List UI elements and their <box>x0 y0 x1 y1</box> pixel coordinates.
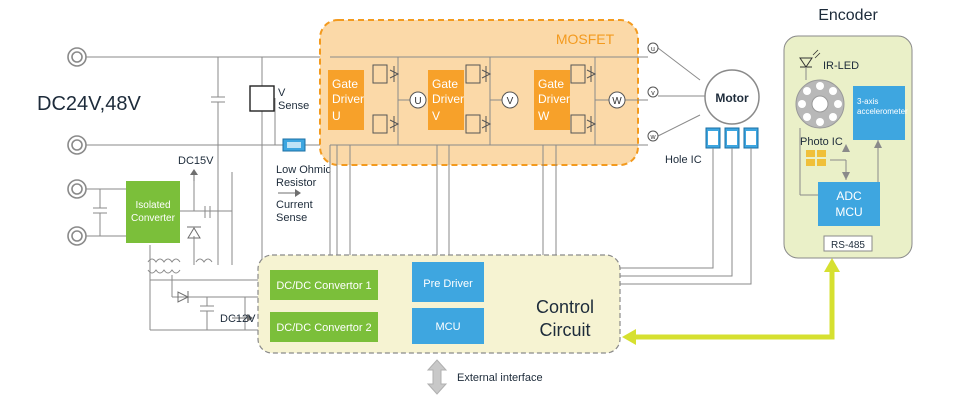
gate-driver-u-phase: U <box>332 109 341 123</box>
gate-driver-v-word1: Gate <box>432 77 458 91</box>
phase-nodes: U V W <box>409 91 626 109</box>
phase-node-w: W <box>612 96 622 107</box>
isolated-converter-line1: Isolated <box>135 200 170 211</box>
bridge-wiring <box>329 47 708 255</box>
output-terminals: u v w <box>647 42 659 142</box>
hole-ic-sensors <box>705 127 759 149</box>
mcu-block <box>412 308 484 344</box>
accelerometer-line1: 3-axis <box>857 97 878 106</box>
rs485-link <box>632 268 835 340</box>
gate-driver-u <box>328 70 364 130</box>
code-disc <box>795 79 845 129</box>
gate-driver-w-word1: Gate <box>538 77 564 91</box>
terminal-u: u <box>651 46 655 53</box>
isolated-converter-box <box>126 181 180 243</box>
gate-driver-v <box>428 70 464 130</box>
rs485-label: RS-485 <box>831 240 865 251</box>
gate-driver-w <box>534 70 570 130</box>
pre-driver-label: Pre Driver <box>423 278 473 290</box>
rs485-box <box>823 235 873 252</box>
terminal-bottom <box>67 135 87 155</box>
adc-mcu-line2: MCU <box>835 205 862 219</box>
dcdc-convertor-2-label: DC/DC Convertor 2 <box>276 322 371 334</box>
gate-driver-v-word2: Driver <box>432 92 464 106</box>
photo-ic-chip <box>806 150 826 166</box>
gate-driver-w-word2: Driver <box>538 92 570 106</box>
phase-node-u: U <box>414 96 421 107</box>
v-sense-box <box>249 85 275 112</box>
hole-ic-wiring <box>620 148 752 285</box>
external-interface-label: External interface <box>457 372 543 384</box>
terminal-w: w <box>649 134 656 141</box>
ir-led-label: IR-LED <box>823 60 859 72</box>
control-title-line2: Circuit <box>539 320 590 340</box>
mosfet-title: MOSFET <box>556 31 615 47</box>
current-sense-line1: Current <box>276 199 313 211</box>
gate-driver-u-word1: Gate <box>332 77 358 91</box>
adc-mcu-line1: ADC <box>836 189 862 203</box>
motor-label: Motor <box>715 91 749 105</box>
gate-driver-w-phase: W <box>538 109 550 123</box>
dcdc-convertor-1-label: DC/DC Convertor 1 <box>276 280 371 292</box>
dcdc-convertor-1 <box>270 270 378 300</box>
external-interface-arrow <box>426 359 448 395</box>
transformer-coil <box>147 258 181 263</box>
gate-driver-u-word2: Driver <box>332 92 364 106</box>
accelerometer-block <box>853 86 905 140</box>
control-title-line1: Control <box>536 297 594 317</box>
dc12v-label: DC12V <box>220 313 256 325</box>
phase-node-v: V <box>507 96 514 107</box>
zener-diode <box>187 227 201 239</box>
accelerometer-line2: accelerometer <box>857 107 908 116</box>
photo-ic-label: Photo IC <box>800 136 843 148</box>
input-terminals <box>67 47 87 246</box>
terminal-top <box>67 47 87 67</box>
rectifier-diode <box>177 291 190 303</box>
encoder-title: Encoder <box>818 7 878 24</box>
pre-driver-block <box>412 262 484 302</box>
terminal-aux1 <box>67 179 87 199</box>
gate-driver-v-phase: V <box>432 109 440 123</box>
current-sense-line2: Sense <box>276 212 307 224</box>
terminal-v: v <box>651 90 655 97</box>
terminal-aux2 <box>67 226 87 246</box>
adc-mcu-block <box>818 182 880 226</box>
v-sense-line1: V <box>278 87 286 99</box>
isolated-converter-line2: Converter <box>131 213 176 224</box>
v-sense-line2: Sense <box>278 100 309 112</box>
power-rails <box>86 56 330 331</box>
dcdc-convertor-2 <box>270 312 378 342</box>
power-input-label: DC24V,48V <box>37 93 141 115</box>
resistor-line1: Low Ohmic <box>276 164 332 176</box>
mcu-label: MCU <box>435 321 460 333</box>
motor-circle <box>704 69 760 125</box>
hole-ic-label: Hole IC <box>665 154 702 166</box>
dc15v-label: DC15V <box>178 155 214 167</box>
resistor-line2: Resistor <box>276 177 317 189</box>
transistor-symbols <box>372 64 597 134</box>
